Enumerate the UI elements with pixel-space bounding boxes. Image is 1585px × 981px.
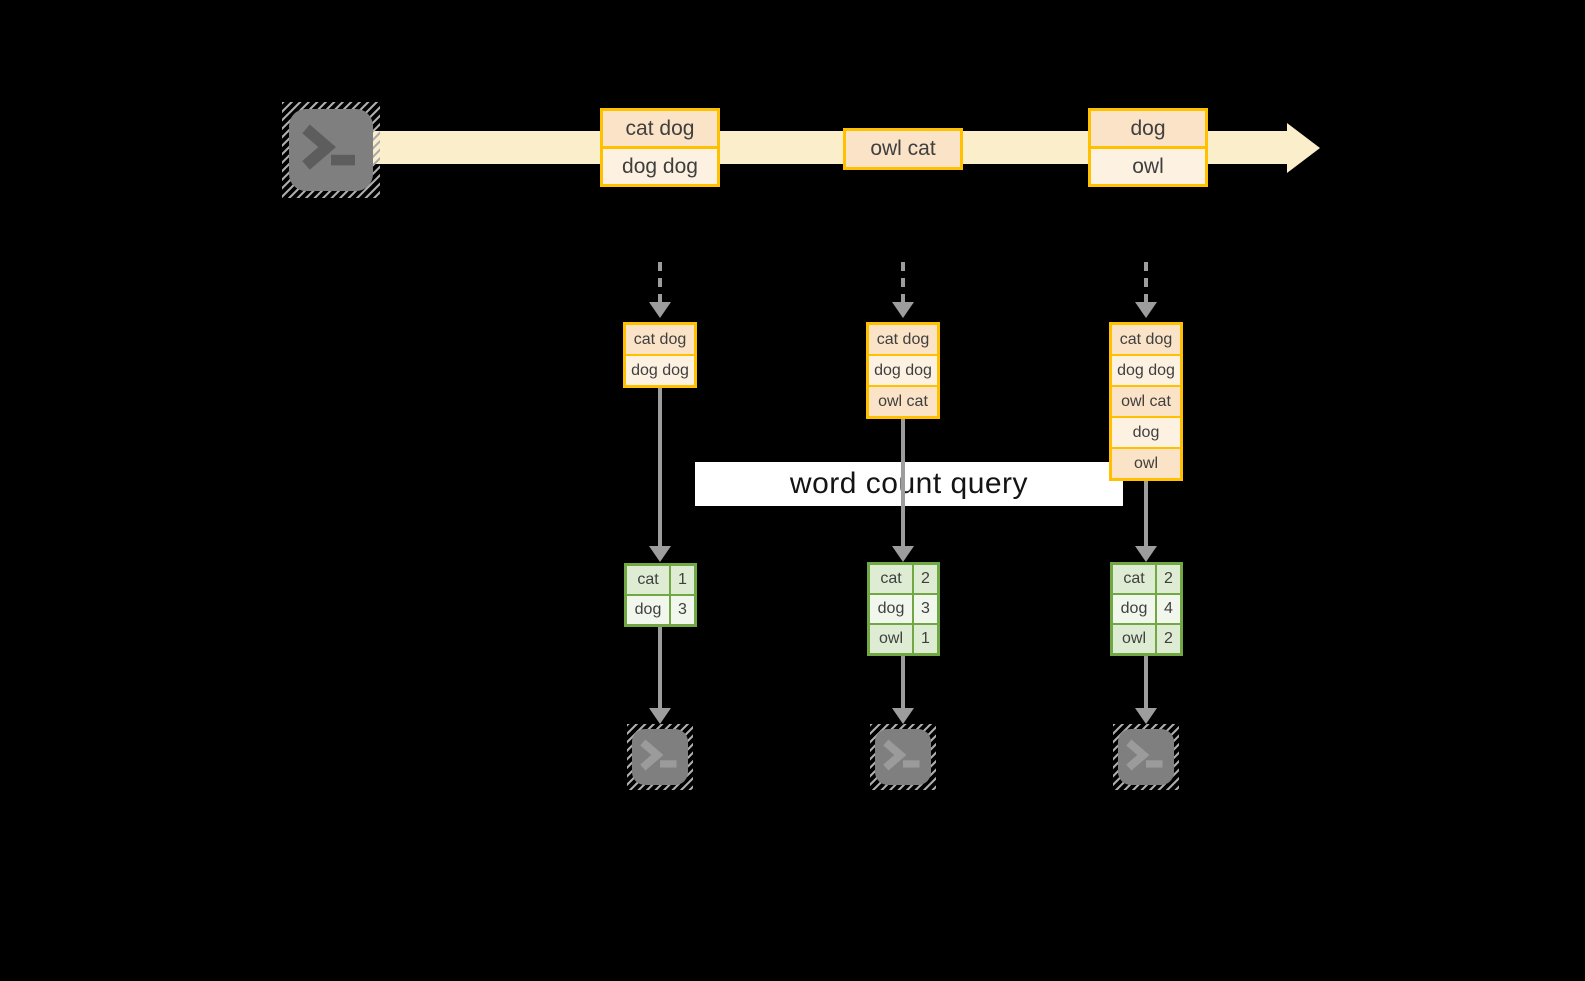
event-cell: owl cat <box>846 131 960 167</box>
count-cell: 4 <box>1157 595 1180 623</box>
word-cell: cat <box>627 566 669 594</box>
dashed-arrow <box>658 262 662 302</box>
terminal-prompt-icon <box>1126 739 1163 771</box>
terminal-icon <box>627 724 693 790</box>
word-cell: owl <box>1113 625 1155 653</box>
query-label-band: word count query <box>695 462 1123 506</box>
event-cell: dog dog <box>603 149 717 184</box>
word-cell: dog <box>627 596 669 624</box>
flow-arrow <box>1144 481 1148 546</box>
count-cell: 1 <box>671 566 694 594</box>
log-cell: cat dog <box>869 325 937 354</box>
log-cell: dog <box>1112 418 1180 447</box>
count-cell: 2 <box>1157 625 1180 653</box>
event-log-stack: cat dog dog dog owl cat dog owl <box>1109 322 1183 481</box>
dashed-arrowhead-icon <box>1135 302 1157 318</box>
event-cell: cat dog <box>603 111 717 146</box>
stream-arrowhead-icon <box>1287 123 1320 173</box>
dashed-arrow <box>1144 262 1148 302</box>
flow-arrowhead-icon <box>1135 546 1157 562</box>
count-cell: 2 <box>914 565 937 593</box>
dashed-arrowhead-icon <box>649 302 671 318</box>
stream-event-box: owl cat <box>843 128 963 170</box>
word-cell: dog <box>870 595 912 623</box>
flow-arrowhead-icon <box>892 708 914 724</box>
flow-arrow <box>901 418 905 546</box>
log-cell: dog dog <box>869 356 937 385</box>
dashed-arrowhead-icon <box>892 302 914 318</box>
count-table: cat 2 dog 4 owl 2 <box>1110 562 1183 656</box>
event-cell: dog <box>1091 111 1205 146</box>
flow-arrow <box>658 388 662 546</box>
terminal-icon <box>1113 724 1179 790</box>
log-cell: owl cat <box>1112 387 1180 416</box>
terminal-prompt-icon <box>302 124 355 170</box>
word-cell: cat <box>1113 565 1155 593</box>
event-log-stack: cat dog dog dog owl cat <box>866 322 940 419</box>
flow-arrowhead-icon <box>892 546 914 562</box>
flow-arrowhead-icon <box>1135 708 1157 724</box>
stream-event-box: cat dog dog dog <box>600 108 720 187</box>
flow-arrow <box>901 656 905 708</box>
log-cell: owl <box>1112 449 1180 478</box>
event-cell: owl <box>1091 149 1205 184</box>
flow-arrow <box>1144 656 1148 708</box>
query-label: word count query <box>789 467 1029 500</box>
count-cell: 3 <box>914 595 937 623</box>
terminal-icon <box>282 102 380 198</box>
flow-arrowhead-icon <box>649 546 671 562</box>
terminal-prompt-icon <box>640 739 677 771</box>
log-cell: dog dog <box>626 356 694 385</box>
stream-event-box: dog owl <box>1088 108 1208 187</box>
word-cell: dog <box>1113 595 1155 623</box>
flow-arrow <box>658 627 662 708</box>
terminal-icon <box>870 724 936 790</box>
count-cell: 2 <box>1157 565 1180 593</box>
log-cell: cat dog <box>1112 325 1180 354</box>
word-cell: owl <box>870 625 912 653</box>
event-log-stack: cat dog dog dog <box>623 322 697 388</box>
count-cell: 3 <box>671 596 694 624</box>
log-cell: cat dog <box>626 325 694 354</box>
flow-arrowhead-icon <box>649 708 671 724</box>
count-cell: 1 <box>914 625 937 653</box>
log-cell: dog dog <box>1112 356 1180 385</box>
terminal-prompt-icon <box>883 739 920 771</box>
count-table: cat 1 dog 3 <box>624 563 697 627</box>
log-cell: owl cat <box>869 387 937 416</box>
dashed-arrow <box>901 262 905 302</box>
word-cell: cat <box>870 565 912 593</box>
count-table: cat 2 dog 3 owl 1 <box>867 562 940 656</box>
